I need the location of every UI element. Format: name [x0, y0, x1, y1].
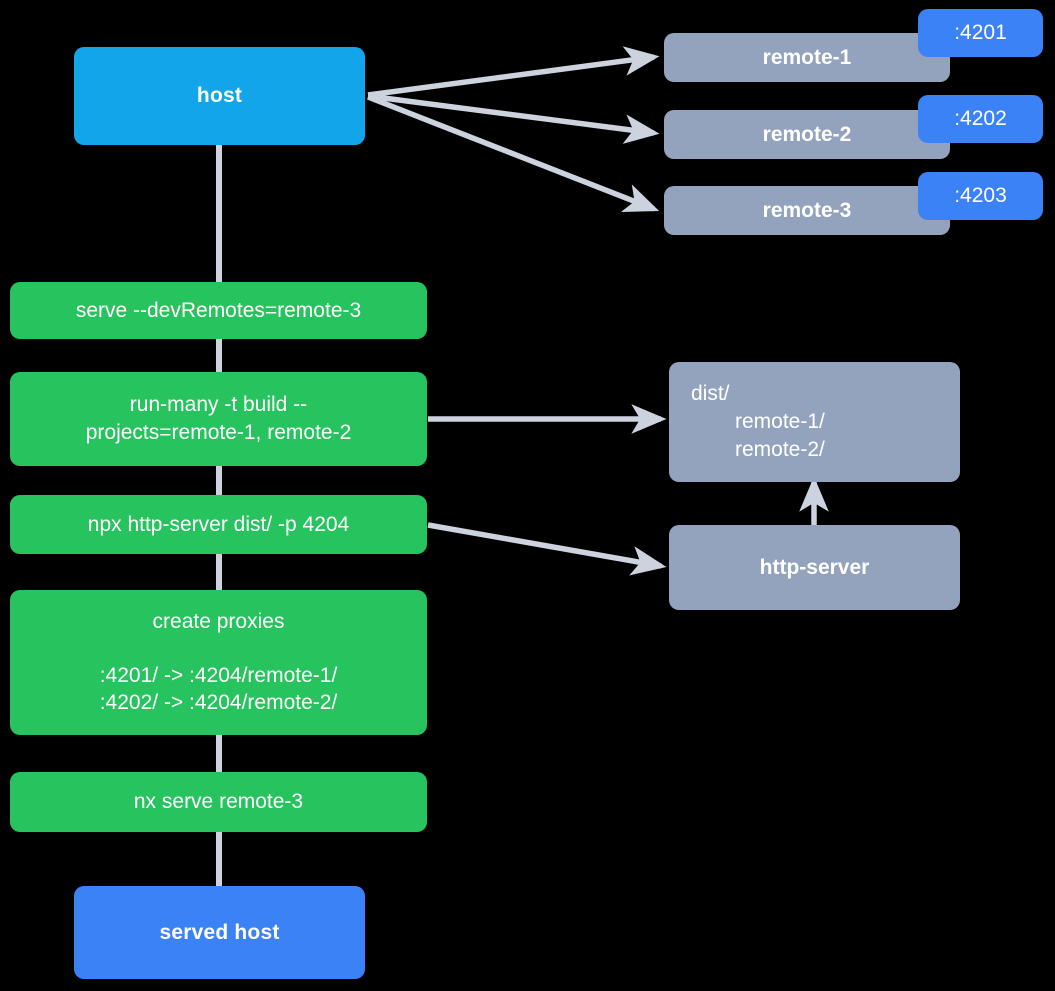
- node-command-nx-serve-remote-3-label: nx serve remote-3: [133, 790, 304, 814]
- node-command-create-proxies-detail: :4201/ -> :4204/remote-1/ :4202/ -> :420…: [99, 663, 338, 715]
- edge-host-to-remote-3: [366, 94, 660, 212]
- port-badge-remote-2-label: :4202: [954, 107, 1007, 130]
- node-command-create-proxies-title: create proxies: [152, 609, 285, 633]
- node-command-serve[interactable]: serve --devRemotes=remote-3: [10, 282, 427, 339]
- node-remote-2[interactable]: remote-2: [664, 110, 950, 159]
- edge-npx-to-httpserver: [427, 522, 667, 576]
- port-badge-remote-3-label: :4203: [954, 184, 1007, 207]
- node-dist-root: dist/: [691, 382, 730, 406]
- node-remote-1[interactable]: remote-1: [664, 33, 950, 82]
- node-served-host-label: served host: [159, 920, 280, 944]
- node-command-npx-http-server-label: npx http-server dist/ -p 4204: [87, 512, 350, 536]
- node-dist-child-remote-1: remote-1/: [735, 410, 825, 434]
- node-http-server-label: http-server: [759, 555, 870, 579]
- port-badge-remote-1: :4201: [918, 9, 1043, 57]
- node-remote-2-label: remote-2: [762, 122, 852, 146]
- node-dist-child-remote-2: remote-2/: [735, 437, 825, 461]
- node-command-create-proxies[interactable]: create proxies :4201/ -> :4204/remote-1/…: [10, 590, 427, 735]
- edge-host-to-remote-2: [367, 93, 660, 144]
- port-badge-remote-3: :4203: [918, 172, 1043, 220]
- node-served-host[interactable]: served host: [74, 886, 365, 979]
- edge-host-to-remote-1: [367, 46, 660, 98]
- node-command-npx-http-server[interactable]: npx http-server dist/ -p 4204: [10, 495, 427, 554]
- node-remote-3-label: remote-3: [762, 198, 852, 222]
- port-badge-remote-2: :4202: [918, 95, 1043, 143]
- node-command-run-many-label: run-many -t build -- projects=remote-1, …: [85, 393, 352, 444]
- port-badge-remote-1-label: :4201: [954, 21, 1007, 44]
- node-dist-folder[interactable]: dist/ remote-1/ remote-2/: [669, 362, 960, 482]
- node-host[interactable]: host: [74, 47, 365, 145]
- node-command-run-many[interactable]: run-many -t build -- projects=remote-1, …: [10, 372, 427, 466]
- node-command-nx-serve-remote-3[interactable]: nx serve remote-3: [10, 772, 427, 832]
- node-http-server[interactable]: http-server: [669, 525, 960, 610]
- node-remote-1-label: remote-1: [762, 45, 852, 69]
- node-remote-3[interactable]: remote-3: [664, 186, 950, 235]
- node-command-serve-label: serve --devRemotes=remote-3: [75, 298, 362, 322]
- node-host-label: host: [196, 84, 243, 108]
